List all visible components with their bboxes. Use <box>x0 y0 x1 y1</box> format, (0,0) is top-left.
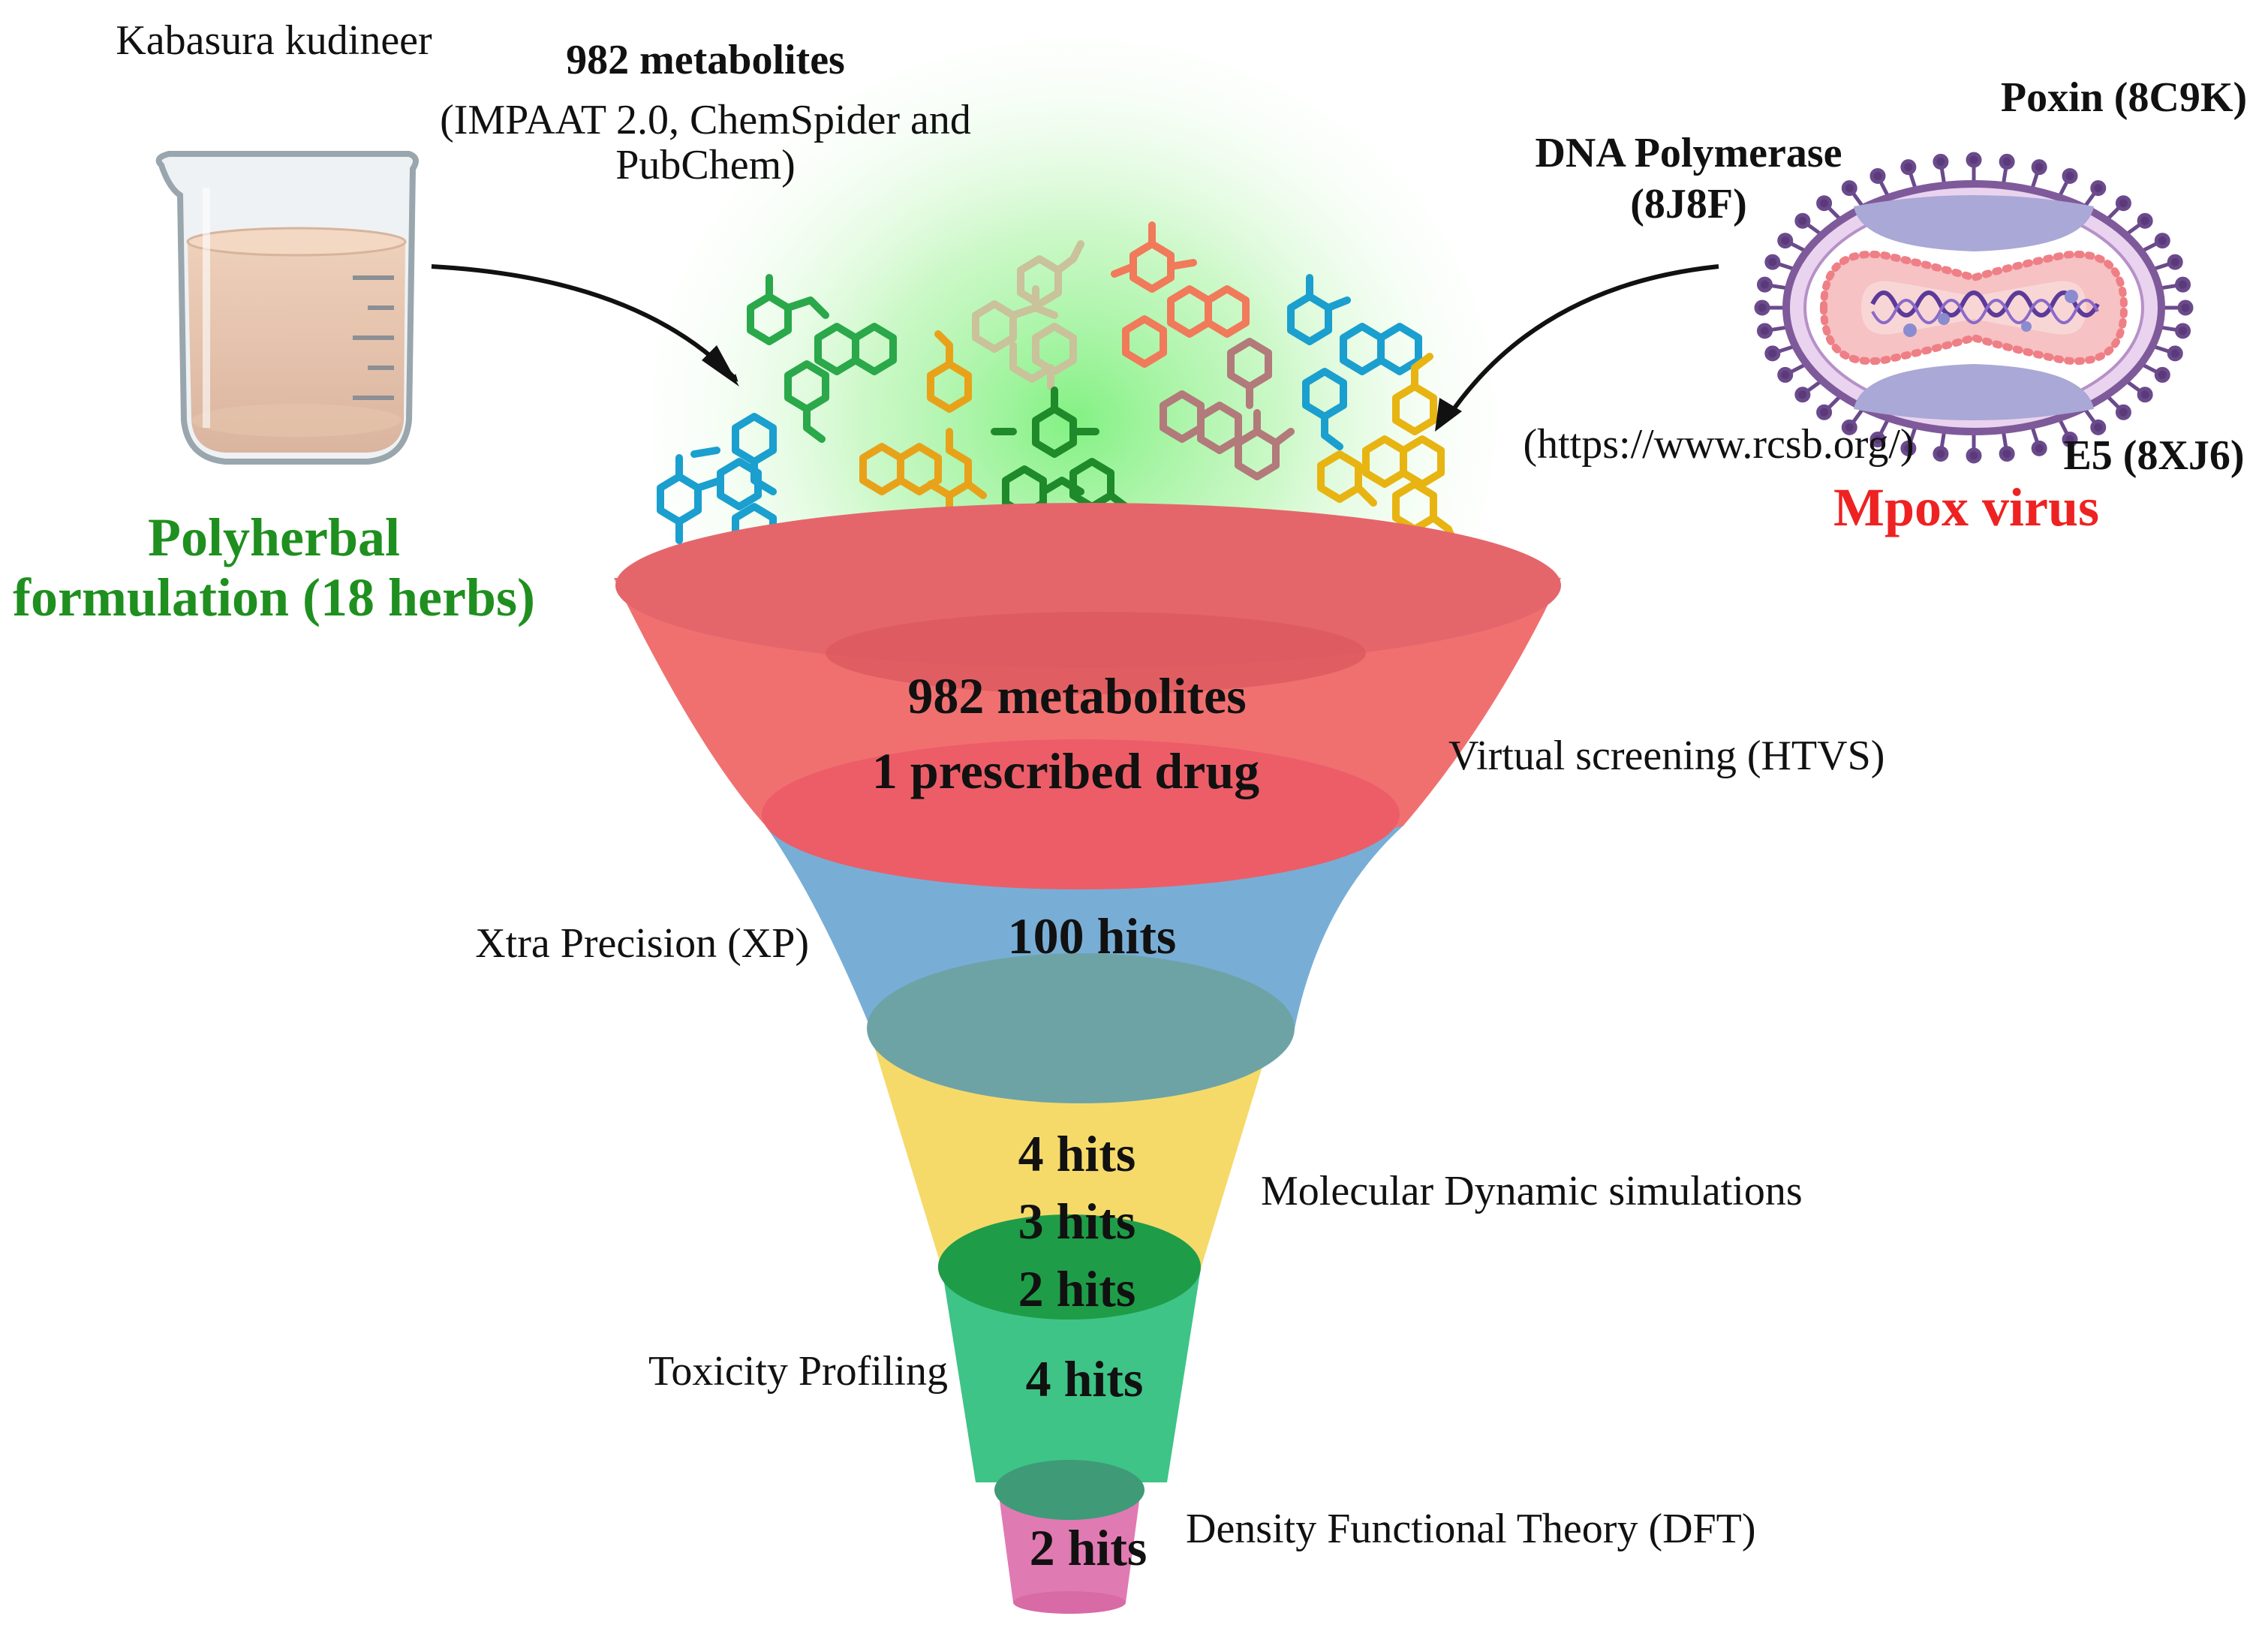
rcsb-url: (https://www.rcsb.org/) <box>1523 421 1914 468</box>
stage3-line2: 3 hits <box>1018 1193 1136 1250</box>
dna-polymerase-line2: (8J8F) <box>1630 181 1747 227</box>
virus-spike-tip <box>1966 447 1982 464</box>
virus-arrowhead-icon <box>1435 398 1462 432</box>
virus-spike-tip <box>1756 276 1773 293</box>
funnel-stage-5 <box>998 1490 1141 1614</box>
virus-spike-tip <box>2167 345 2183 362</box>
virus-spike-tip <box>1999 446 2015 462</box>
beaker-icon <box>155 151 419 465</box>
stage4-text: 4 hits <box>1026 1350 1144 1407</box>
formulation-line2: formulation (18 herbs) <box>13 567 535 627</box>
virus-spike-tip <box>1754 299 1770 316</box>
virus-spike-tip <box>1966 152 1982 168</box>
databases-line2: PubChem) <box>615 142 796 188</box>
metabolites-title: 982 metabolites <box>566 37 845 83</box>
source-name: Kabasura kudineer <box>116 17 432 64</box>
virus-spike-tip <box>2137 387 2153 403</box>
virus-spike-tip <box>2031 159 2047 176</box>
virus-spike-tip <box>1841 180 1857 197</box>
stage5-label: Density Functional Theory (DFT) <box>1186 1506 1756 1552</box>
stage3-line1: 4 hits <box>1018 1125 1136 1182</box>
stage1-line2: 1 prescribed drug <box>872 742 1259 799</box>
virus-spike-tip <box>2115 195 2131 212</box>
virus-arrow <box>1446 264 1719 418</box>
virus-spike-tip <box>1933 446 1949 462</box>
dna-polymerase-line1: DNA Polymerase <box>1535 130 1842 176</box>
formulation-line1: Polyherbal <box>148 507 400 567</box>
virus-spike-tip <box>2062 432 2078 448</box>
stage2-label: Xtra Precision (XP) <box>475 920 809 967</box>
stage2-text: 100 hits <box>1008 907 1177 964</box>
virus-spike-tip <box>2031 440 2047 456</box>
virus-spike-tip <box>1764 254 1781 270</box>
virus-spike-tip <box>1794 387 1811 403</box>
mpox-virus-icon <box>1754 152 2194 464</box>
virus-name: Mpox virus <box>1833 477 2099 537</box>
virus-spike-tip <box>1777 366 1794 383</box>
virus-spike-tip <box>1777 233 1794 249</box>
virus-spike-tip <box>1841 419 1857 435</box>
virus-spike-tip <box>2175 323 2191 339</box>
stage4-label: Toxicity Profiling <box>648 1348 948 1395</box>
virus-spike-tip <box>1900 440 1917 456</box>
e5-label: E5 (8XJ6) <box>2063 432 2244 479</box>
virus-spike-tip <box>1816 404 1833 420</box>
virus-spike-tip <box>1999 153 2015 170</box>
virus-spike-tip <box>2137 212 2153 229</box>
virus-spike-tip <box>2090 419 2107 435</box>
virus-spike-tip <box>2062 167 2078 184</box>
virus-spike-tip <box>2090 180 2107 197</box>
virus-spike-tip <box>1756 323 1773 339</box>
virus-spike-tip <box>1933 153 1949 170</box>
virus-spike-tip <box>2154 366 2170 383</box>
virus-spike-tip <box>1816 195 1833 212</box>
virus-spike-tip <box>2115 404 2131 420</box>
virus-spike-tip <box>2175 276 2191 293</box>
stage3-label: Molecular Dynamic simulations <box>1261 1168 1803 1214</box>
virus-spike-tip <box>1764 345 1781 362</box>
virus-spike-tip <box>2177 299 2194 316</box>
stage3-line3: 2 hits <box>1018 1260 1136 1317</box>
virus-spike-tip <box>1794 212 1811 229</box>
funnel-stage-3 <box>874 1047 1268 1320</box>
beaker-arrowhead-icon <box>702 345 739 387</box>
virus-spike-tip <box>1869 167 1886 184</box>
stage1-label: Virtual screening (HTVS) <box>1448 733 1884 779</box>
beaker-arrow <box>431 264 738 382</box>
stage5-text: 2 hits <box>1030 1519 1148 1576</box>
virus-spike-tip <box>1900 159 1917 176</box>
poxin-label: Poxin (8C9K) <box>2001 74 2247 121</box>
virus-spike-tip <box>2154 233 2170 249</box>
virus-spike-tip <box>1869 432 1886 448</box>
funnel-stage-1 <box>614 503 1561 889</box>
stage1-line1: 982 metabolites <box>907 667 1246 724</box>
virus-spike-tip <box>2167 254 2183 270</box>
databases-line1: (IMPAAT 2.0, ChemSpider and <box>440 97 971 143</box>
